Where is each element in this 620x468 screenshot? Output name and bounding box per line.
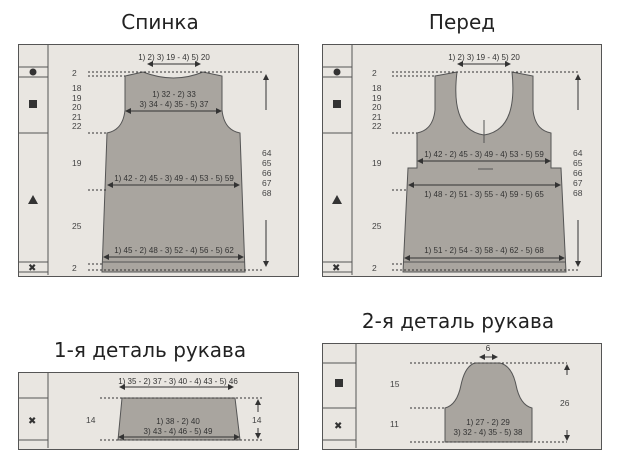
measurement-label: 68: [262, 188, 272, 198]
measurement-label: 65: [573, 158, 583, 168]
svg-text:✖: ✖: [332, 263, 340, 274]
measurement-label: 64: [262, 148, 272, 158]
back-neck-label: 1) 2) 3) 19 - 4) 5) 20: [138, 53, 210, 62]
measurement-label: 25: [372, 221, 382, 231]
front-piece: [402, 71, 567, 273]
back-title: Спинка: [121, 10, 199, 34]
measurement-label: 2: [72, 263, 77, 273]
front-neck-label: 1) 2) 3) 19 - 4) 5) 20: [448, 53, 520, 62]
measurement-label: 19: [72, 93, 82, 103]
measurement-label: 2: [372, 68, 377, 78]
measurement-label: 21: [72, 112, 82, 122]
sleeve2-body-height: 11: [390, 419, 399, 429]
measurement-label: 18: [372, 83, 382, 93]
sleeve2-total-height: 26: [560, 398, 570, 408]
measurement-label: 22: [372, 121, 382, 131]
measurement-label: 25: [72, 221, 82, 231]
sleeve1-bottom-label: 1) 38 - 2) 40: [156, 417, 200, 426]
measurement-label: 67: [573, 178, 583, 188]
sleeve1-height-left: 14: [86, 415, 96, 425]
sleeve1-height-right: 14: [252, 415, 262, 425]
measurement-label: 19: [372, 93, 382, 103]
back-shoulder-label: 1) 32 - 2) 33: [152, 90, 196, 99]
measurement-label: 64: [573, 148, 583, 158]
measurement-label: 68: [573, 188, 583, 198]
measurement-label: 22: [72, 121, 82, 131]
front-chest-label: 1) 42 - 2) 45 - 3) 49 - 4) 53 - 5) 59: [424, 150, 544, 159]
sleeve2-cap-label: 6: [486, 344, 491, 353]
measurement-label: 65: [262, 158, 272, 168]
svg-text:✖: ✖: [334, 421, 342, 432]
measurement-label: 20: [72, 102, 82, 112]
measurement-label: 19: [372, 158, 382, 168]
sleeve1-title: 1-я деталь рукава: [53, 338, 247, 362]
front-waist-label: 1) 48 - 2) 51 - 3) 55 - 4) 59 - 5) 65: [424, 190, 544, 199]
measurement-label: 2: [372, 263, 377, 273]
back-shoulder-label-2: 3) 34 - 4) 35 - 5) 37: [140, 100, 209, 109]
measurement-label: 19: [72, 158, 82, 168]
measurement-label: 2: [72, 68, 77, 78]
front-title: Перед: [428, 10, 496, 34]
measurement-label: 21: [372, 112, 382, 122]
back-hem-label: 1) 45 - 2) 48 - 3) 52 - 4) 56 - 5) 62: [114, 246, 234, 255]
measurement-label: 67: [262, 178, 272, 188]
back-chest-label: 1) 42 - 2) 45 - 3) 49 - 4) 53 - 5) 59: [114, 174, 234, 183]
legend-symbols: ✖ ✖ ✖ ✖: [28, 68, 343, 432]
svg-text:✖: ✖: [28, 416, 36, 427]
measurement-label: 18: [72, 83, 82, 93]
back-piece: [101, 71, 246, 273]
sleeve1-top-label: 1) 35 - 2) 37 - 3) 40 - 4) 43 - 5) 46: [118, 377, 238, 386]
measurement-label: 66: [262, 168, 272, 178]
svg-text:✖: ✖: [28, 263, 36, 274]
sleeve2-bottom-label-2: 3) 32 - 4) 35 - 5) 38: [454, 428, 523, 437]
sleeve2-cap-height: 15: [390, 379, 400, 389]
measurement-label: 20: [372, 102, 382, 112]
front-hem-label: 1) 51 - 2) 54 - 3) 58 - 4) 62 - 5) 68: [424, 246, 544, 255]
measurement-label: 66: [573, 168, 583, 178]
sleeve1-bottom-label-2: 3) 43 - 4) 46 - 5) 49: [144, 427, 213, 436]
sleeve2-title: 2-я деталь рукава: [361, 309, 555, 333]
sleeve2-bottom-label: 1) 27 - 2) 29: [466, 418, 510, 427]
